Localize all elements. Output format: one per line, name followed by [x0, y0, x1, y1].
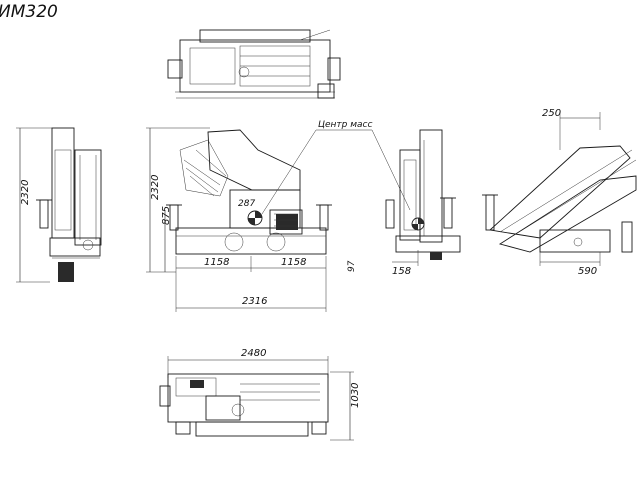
dim-left-height: 2320 [20, 180, 31, 205]
dim-small-offset: 97 [347, 260, 357, 272]
front-view: 2320 875 287 Центр мас [146, 120, 411, 312]
dim-plan-width: 1030 [350, 383, 361, 408]
dim-rear-offset: 158 [392, 266, 411, 277]
boom-view: 250 590 [482, 108, 637, 277]
dim-boom-top: 250 [542, 108, 561, 119]
center-of-mass-label: Центр масс [318, 120, 372, 130]
top-plan-view [167, 29, 341, 99]
dim-plan-length: 2480 [241, 348, 266, 359]
right-side-view: 158 [385, 129, 461, 277]
dim-total-width: 2316 [242, 296, 267, 307]
dim-half-width-right: 1158 [281, 257, 306, 268]
dim-com-height: 875 [161, 206, 172, 225]
dim-boom-base: 590 [578, 266, 597, 277]
dim-com-offset: 287 [238, 199, 255, 209]
left-side-view: 2320 [16, 127, 102, 283]
dim-front-height: 2320 [150, 175, 161, 200]
model-label: ИМ320 [0, 2, 58, 22]
dim-half-width-left: 1158 [204, 257, 229, 268]
bottom-plan-view: 2480 1030 [159, 348, 361, 441]
